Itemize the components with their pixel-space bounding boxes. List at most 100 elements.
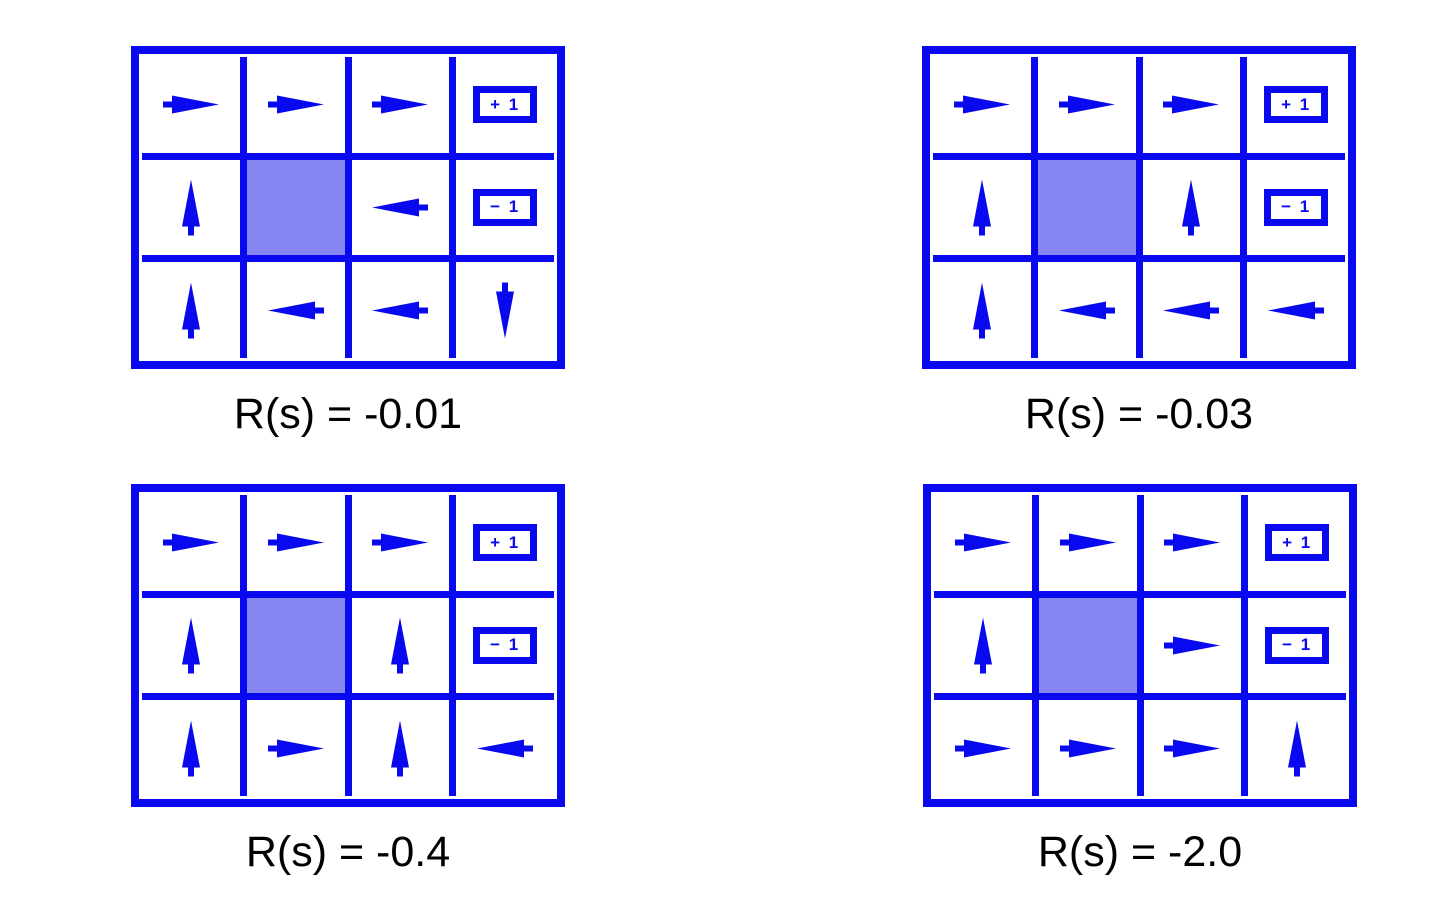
cell-r2-c1-up (142, 597, 240, 694)
cell-r2-c2-blocked (246, 159, 345, 256)
cell-r3-c4-down (456, 262, 554, 358)
arrow-left-icon (1268, 301, 1325, 320)
cell-r3-c4-up (1248, 700, 1346, 796)
arrow-right-icon (1163, 95, 1220, 114)
cell-r1-c4-plus: + 1 (1247, 57, 1345, 153)
cell-r3-c1-up (142, 262, 240, 358)
policy-grid-1-cells: + 1 − 1 (142, 57, 554, 358)
terminal-minus-badge: − 1 (1264, 188, 1329, 226)
cell-r3-c2-left (1037, 262, 1136, 358)
arrow-left-icon (372, 301, 429, 320)
cell-r1-c2-right (246, 495, 345, 591)
terminal-minus-badge: − 1 (473, 626, 538, 664)
cell-r3-c1-up (933, 262, 1031, 358)
cell-r2-c3-left (351, 159, 450, 256)
panel-label-1: R(s) = -0.01 (233, 390, 463, 438)
arrow-left-icon (1163, 301, 1220, 320)
terminal-plus-badge: + 1 (473, 86, 538, 124)
panel-label-3: R(s) = -0.4 (245, 828, 451, 876)
cell-r2-c3-up (1142, 159, 1241, 256)
cell-r1-c1-right (933, 57, 1031, 153)
arrow-right-icon (372, 533, 429, 552)
arrow-up-icon (391, 720, 410, 777)
cell-r1-c2-right (1038, 495, 1137, 591)
arrow-right-icon (1164, 739, 1221, 758)
policy-panel-3: + 1 − 1 R(s) = -0.4 (131, 484, 565, 877)
cell-r2-c1-up (933, 159, 1031, 256)
arrow-left-icon (477, 739, 534, 758)
terminal-plus-badge: + 1 (473, 524, 538, 562)
cell-r2-c4-minus: − 1 (456, 159, 554, 256)
arrow-left-icon (267, 301, 324, 320)
cell-r2-c4-minus: − 1 (456, 597, 554, 694)
policy-grid-1: + 1 − 1 (131, 46, 565, 369)
arrow-right-icon (1059, 533, 1116, 552)
cell-r3-c2-left (246, 262, 345, 358)
cell-r1-c4-plus: + 1 (1248, 495, 1346, 591)
arrow-left-icon (372, 198, 429, 217)
policy-grid-3-cells: + 1 − 1 (142, 495, 554, 796)
cell-r1-c3-right (351, 57, 450, 153)
cell-r1-c1-right (142, 57, 240, 153)
policy-panel-4: + 1− 1 R(s) = -2.0 (923, 484, 1357, 877)
terminal-plus-badge: + 1 (1265, 524, 1330, 562)
arrow-right-icon (1164, 636, 1221, 655)
cell-r3-c1-up (142, 700, 240, 796)
cell-r1-c2-right (1037, 57, 1136, 153)
policy-grid-3: + 1 − 1 (131, 484, 565, 807)
arrow-up-icon (391, 617, 410, 674)
cell-r1-c2-right (246, 57, 345, 153)
cell-r1-c1-right (934, 495, 1032, 591)
cell-r2-c2-blocked (1037, 159, 1136, 256)
arrow-up-icon (972, 282, 991, 339)
arrow-up-icon (1182, 179, 1201, 236)
cell-r1-c3-right (351, 495, 450, 591)
arrow-right-icon (267, 739, 324, 758)
cell-r2-c3-up (351, 597, 450, 694)
arrow-down-icon (496, 282, 515, 339)
arrow-right-icon (1164, 533, 1221, 552)
cell-r3-c4-left (1247, 262, 1345, 358)
arrow-up-icon (973, 617, 992, 674)
arrow-right-icon (372, 95, 429, 114)
arrow-right-icon (1058, 95, 1115, 114)
arrow-right-icon (267, 533, 324, 552)
cell-r3-c3-left (351, 262, 450, 358)
cell-r1-c4-plus: + 1 (456, 495, 554, 591)
policy-grid-2-cells: + 1 − 1 (933, 57, 1345, 358)
arrow-up-icon (1288, 720, 1307, 777)
arrow-right-icon (954, 739, 1011, 758)
arrow-up-icon (181, 720, 200, 777)
arrow-up-icon (181, 179, 200, 236)
arrow-right-icon (953, 95, 1010, 114)
cell-r3-c4-left (456, 700, 554, 796)
terminal-minus-badge: − 1 (473, 188, 538, 226)
arrow-up-icon (181, 282, 200, 339)
policy-grid-4-cells: + 1 − 1 (934, 495, 1346, 796)
cell-r3-c2-right (246, 700, 345, 796)
cell-r3-c2-right (1038, 700, 1137, 796)
cell-r1-c1-right (142, 495, 240, 591)
policy-panel-1: + 1 − 1 R(s) = -0.01 (131, 46, 565, 439)
cell-r2-c4-minus: − 1 (1248, 597, 1346, 694)
cell-r3-c3-up (351, 700, 450, 796)
cell-r2-c2-blocked (1038, 597, 1137, 694)
cell-r1-c4-plus: + 1 (456, 57, 554, 153)
cell-r1-c3-right (1142, 57, 1241, 153)
terminal-minus-badge: − 1 (1265, 626, 1330, 664)
terminal-plus-badge: + 1 (1264, 86, 1329, 124)
cell-r3-c3-left (1142, 262, 1241, 358)
cell-r2-c1-up (934, 597, 1032, 694)
cell-r3-c3-right (1143, 700, 1242, 796)
cell-r2-c1-up (142, 159, 240, 256)
arrow-right-icon (954, 533, 1011, 552)
policy-grid-4: + 1 − 1 (923, 484, 1357, 807)
panel-label-2: R(s) = -0.03 (1024, 390, 1254, 438)
arrow-right-icon (267, 95, 324, 114)
cell-r2-c3-right (1143, 597, 1242, 694)
arrow-right-icon (162, 533, 219, 552)
arrow-left-icon (1058, 301, 1115, 320)
policy-grid-2: + 1 − 1 (922, 46, 1356, 369)
cell-r2-c4-minus: − 1 (1247, 159, 1345, 256)
arrow-up-icon (972, 179, 991, 236)
